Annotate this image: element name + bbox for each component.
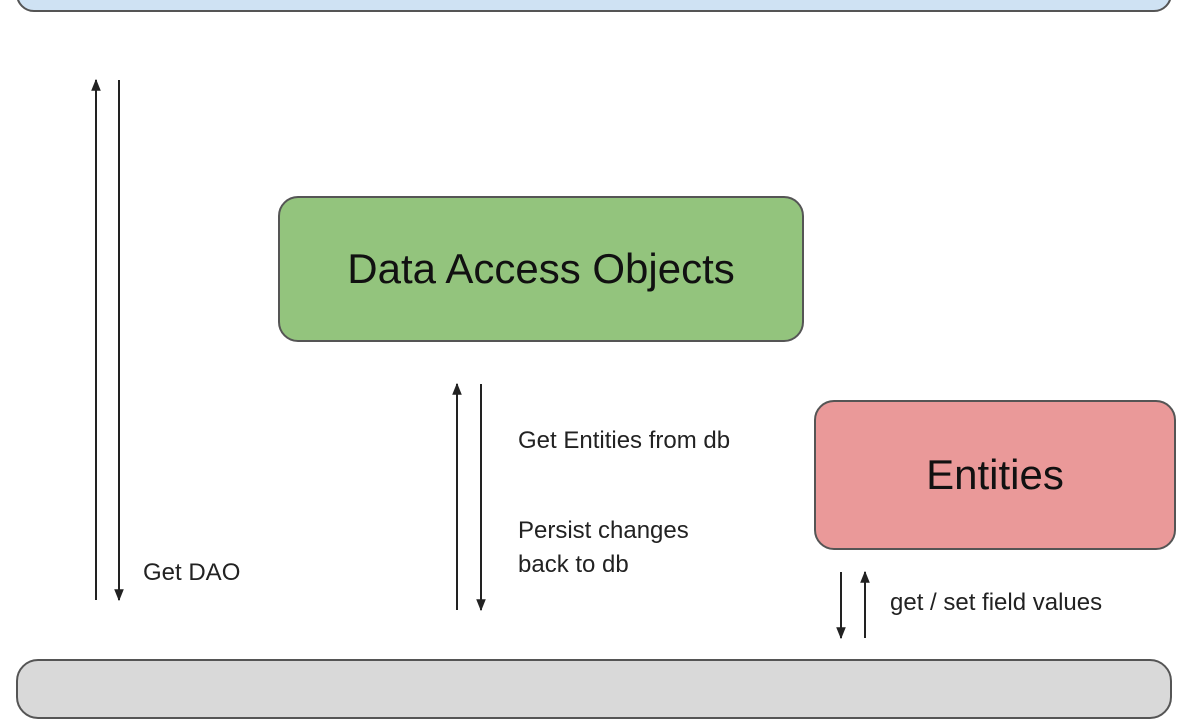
entities-label: Entities [926,451,1064,498]
field-values-label: get / set field values [890,589,1103,616]
persist-label: Persist changes back to db [518,514,689,582]
persist-label-line2: back to db [518,551,629,578]
dao-box: Data Access Objects [278,196,804,342]
persist-label-line1: Persist changes [518,517,689,544]
get-dao-label: Get DAO [143,559,241,586]
dao-label: Data Access Objects [347,245,735,292]
get-entities-label: Get Entities from db [518,427,731,454]
arrows-layer [91,78,870,640]
bottom-layer-box [16,659,1172,719]
entities-box: Entities [814,400,1176,550]
